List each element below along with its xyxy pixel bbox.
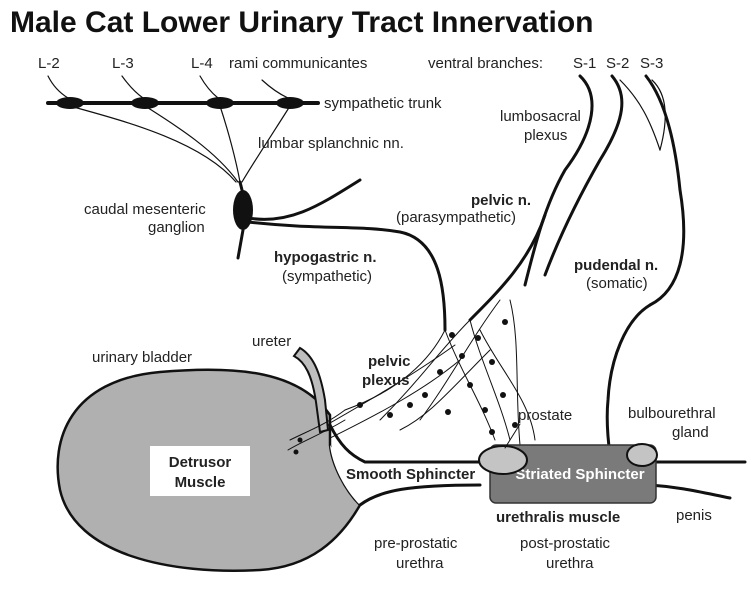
detrusor-box [150,446,250,496]
label-ureter: ureter [252,333,291,350]
label-pelvic-sub: (parasympathetic) [396,209,516,226]
label-smooth-sphincter: Smooth Sphincter [346,466,475,483]
label-l4: L-4 [191,55,213,72]
label-s1: S-1 [573,55,596,72]
lumbar-splanchnic-nerves [69,105,291,183]
label-pre-prostatic-urethra: urethra [396,555,444,572]
label-ganglion: ganglion [148,219,205,236]
label-sympathetic-trunk: sympathetic trunk [324,95,442,112]
label-hypogastric-n: hypogastric n. [274,249,377,266]
label-urethralis: urethralis muscle [496,509,620,526]
rami-communicantes [47,75,289,99]
label-gland: gland [672,424,709,441]
bulbourethral-gland [626,443,658,467]
label-striated-sphincter: Striated Sphincter [515,466,644,483]
label-pelvic-n: pelvic n. [471,192,531,209]
label-pelvic-plexus-2: plexus [362,372,410,389]
label-detrusor: Detrusor [169,454,232,471]
prostate [478,445,528,475]
label-l3: L-3 [112,55,134,72]
label-post-prostatic-urethra: urethra [546,555,594,572]
label-pudendal-sub: (somatic) [586,275,648,292]
label-rami-communicantes: rami communicantes [229,55,367,72]
label-lumbar-splanchnic: lumbar splanchnic nn. [258,135,404,152]
label-caudal-mesenteric: caudal mesenteric [84,201,206,218]
pudendal-nerve [605,303,652,457]
pelvic-nerve [468,213,547,322]
label-muscle: Muscle [175,474,226,491]
label-hypogastric-sub: (sympathetic) [282,268,372,285]
hypogastric-nerve [246,220,447,332]
bladder-nerve-endings [287,409,346,455]
label-bulbourethral: bulbourethral [628,405,716,422]
label-penis: penis [676,507,712,524]
striated-sphincter-region [489,444,657,504]
label-plexus-lumbosacral: plexus [524,127,567,144]
label-ventral-branches: ventral branches: [428,55,543,72]
sacral-ventral-branches [523,74,686,307]
label-urinary-bladder: urinary bladder [92,349,192,366]
label-l2: L-2 [38,55,60,72]
bladder-neck [330,445,480,505]
prostate-leader-line [504,423,521,449]
label-prostate: prostate [518,407,572,424]
label-pelvic-plexus-1: pelvic [368,353,411,370]
diagram-title: Male Cat Lower Urinary Tract Innervation [10,6,594,39]
label-s3: S-3 [640,55,663,72]
label-s2: S-2 [606,55,629,72]
sympathetic-trunk [46,97,320,109]
label-lumbosacral: lumbosacral [500,108,581,125]
label-post-prostatic: post-prostatic [520,535,611,552]
caudal-mesenteric-ganglion [233,178,362,260]
urethra [328,423,747,507]
ureter [292,346,330,434]
label-pre-prostatic: pre-prostatic [374,535,458,552]
label-pudendal-n: pudendal n. [574,257,658,274]
